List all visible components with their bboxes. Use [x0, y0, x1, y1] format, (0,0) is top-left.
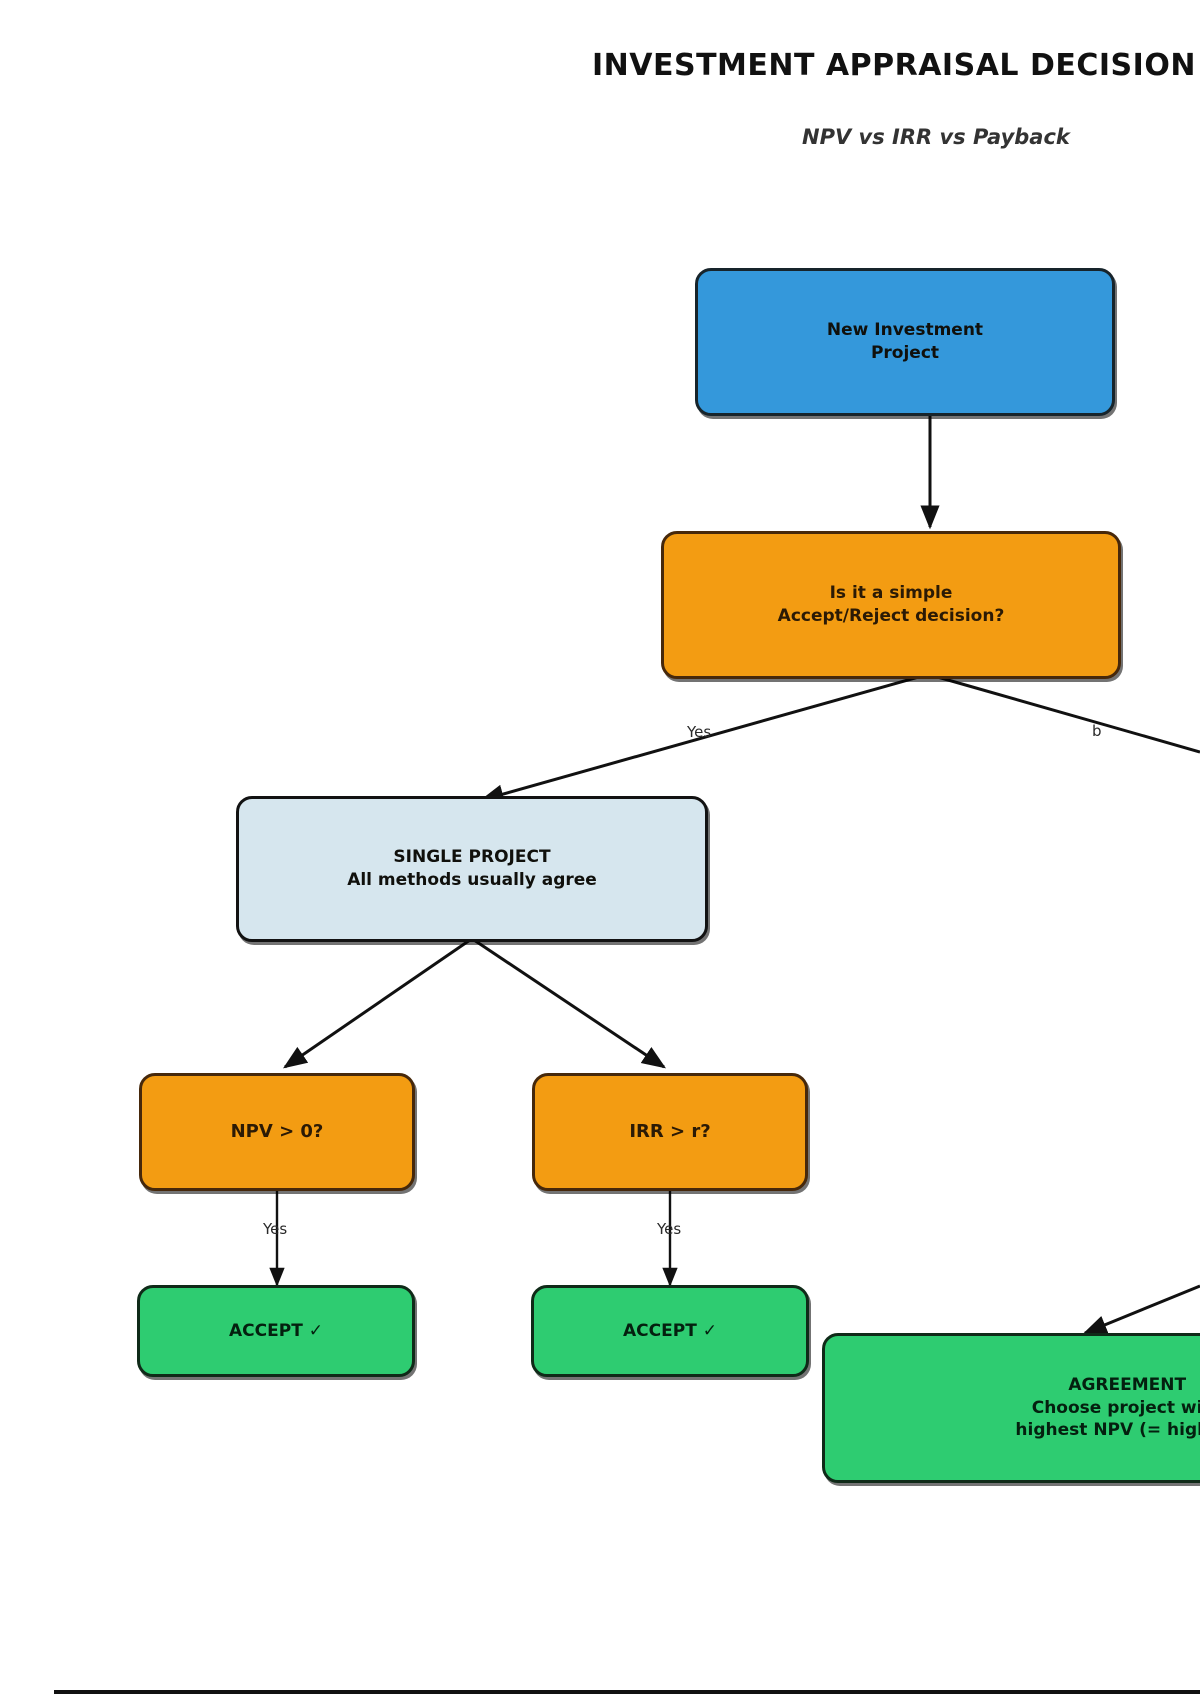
- node-simple-accept-reject-decision[interactable]: Is it a simple Accept/Reject decision?: [661, 531, 1121, 679]
- edge-single-to-irr: [473, 938, 666, 1069]
- edge-label-yes-npv: Yes: [263, 1220, 288, 1238]
- node-npv-test[interactable]: NPV > 0?: [139, 1073, 415, 1191]
- edge-single-to-npv: [283, 938, 471, 1069]
- node-single-project[interactable]: SINGLE PROJECT All methods usually agree: [236, 796, 708, 942]
- page-title: INVESTMENT APPRAISAL DECISION TREE: [592, 48, 1200, 83]
- node-new-investment-project[interactable]: New Investment Project: [695, 268, 1115, 416]
- bottom-divider: [54, 1690, 1200, 1694]
- node-accept-irr[interactable]: ACCEPT ✓: [531, 1285, 809, 1377]
- node-accept-npv[interactable]: ACCEPT ✓: [137, 1285, 415, 1377]
- edge-offscreen-to-agreement: [1082, 1284, 1200, 1335]
- node-irr-test[interactable]: IRR > r?: [532, 1073, 808, 1191]
- edge-decision1-to-offscreen: [933, 674, 1200, 754]
- edge-label-yes-irr: Yes: [657, 1220, 682, 1238]
- node-agreement-highest-npv[interactable]: AGREEMENT Choose project with highest NP…: [822, 1333, 1200, 1483]
- edge-label-right-branch: b: [1092, 722, 1102, 740]
- page-subtitle: NPV vs IRR vs Payback: [802, 125, 1070, 149]
- edge-label-yes-single: Yes: [687, 723, 712, 741]
